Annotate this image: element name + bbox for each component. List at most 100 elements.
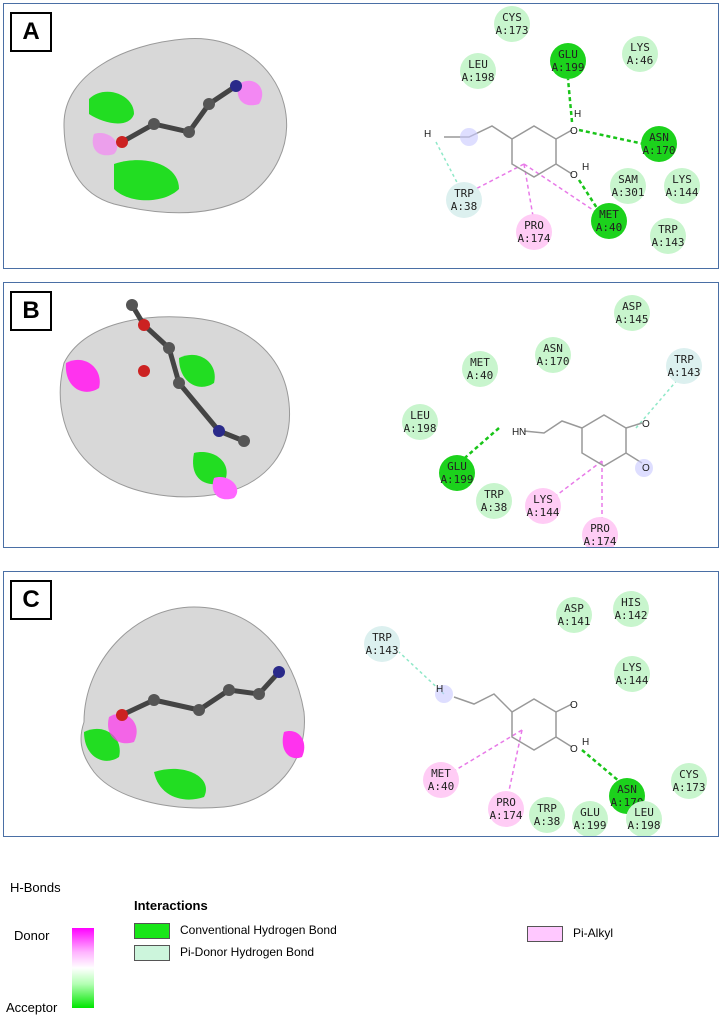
svg-text:A:143: A:143	[667, 366, 700, 379]
hbond-gradient-bar	[72, 928, 94, 1008]
conventional-hbond-swatch	[134, 923, 170, 939]
svg-text:ASN: ASN	[649, 131, 669, 144]
svg-text:CYS: CYS	[502, 11, 522, 24]
binding-pocket-surface	[63, 37, 288, 214]
pi-donor-hbond-swatch	[134, 945, 170, 961]
svg-text:SAM: SAM	[618, 173, 638, 186]
svg-text:LEU: LEU	[410, 409, 430, 422]
panel-label: A	[10, 12, 52, 52]
svg-text:TRP: TRP	[454, 187, 474, 200]
panel-b: B	[3, 282, 719, 548]
svg-text:A:174: A:174	[517, 232, 550, 245]
svg-text:A:170: A:170	[536, 355, 569, 368]
ligand-ball-and-stick	[116, 80, 242, 148]
donor-label: Donor	[14, 928, 50, 943]
svg-text:A:199: A:199	[573, 819, 606, 832]
svg-text:A:143: A:143	[365, 644, 398, 657]
svg-text:PRO: PRO	[590, 522, 610, 535]
panel-c: C	[3, 571, 719, 837]
svg-text:LYS: LYS	[533, 493, 553, 506]
svg-text:PRO: PRO	[496, 796, 516, 809]
svg-text:TRP: TRP	[674, 353, 694, 366]
svg-text:A:144: A:144	[615, 674, 648, 687]
atom-h: H	[436, 684, 443, 695]
pi-alkyl-label: Pi-Alkyl	[573, 926, 614, 940]
legend: H-Bonds Donor Acceptor Interactions Conv…	[0, 860, 726, 1015]
atom-n: N	[519, 427, 526, 438]
svg-text:TRP: TRP	[658, 223, 678, 236]
svg-text:GLU: GLU	[580, 806, 600, 819]
svg-text:A:46: A:46	[627, 54, 654, 67]
acceptor-label: Acceptor	[6, 1000, 58, 1015]
svg-text:HIS: HIS	[621, 596, 641, 609]
panel-label: B	[10, 291, 52, 331]
atom-o: O	[570, 700, 578, 711]
panel-a: A	[3, 3, 719, 269]
svg-text:ASN: ASN	[617, 783, 637, 796]
atom-o: O	[642, 463, 650, 474]
svg-text:A:38: A:38	[451, 200, 478, 213]
svg-text:A:301: A:301	[611, 186, 644, 199]
interaction-lines	[398, 651, 627, 801]
ligand-ball-and-stick	[126, 299, 250, 447]
interactions-title: Interactions	[134, 898, 208, 913]
svg-text:LEU: LEU	[468, 58, 488, 71]
svg-text:MET: MET	[599, 208, 619, 221]
svg-text:A:142: A:142	[614, 609, 647, 622]
svg-text:PRO: PRO	[524, 219, 544, 232]
ligand-2d-structure: H N O O	[512, 414, 653, 477]
svg-text:LYS: LYS	[672, 173, 692, 186]
svg-text:ASP: ASP	[564, 602, 584, 615]
svg-text:TRP: TRP	[372, 631, 392, 644]
svg-text:MET: MET	[470, 356, 490, 369]
svg-text:A:174: A:174	[583, 535, 616, 548]
ligand-2d-structure: H O O H	[435, 684, 589, 755]
svg-text:ASP: ASP	[622, 300, 642, 313]
svg-text:A:144: A:144	[526, 506, 559, 519]
svg-text:LEU: LEU	[634, 806, 654, 819]
svg-text:A:170: A:170	[642, 144, 675, 157]
atom-o: O	[570, 126, 578, 137]
pi-donor-hbond-label: Pi-Donor Hydrogen Bond	[180, 945, 315, 959]
ligand-ball-and-stick	[116, 666, 285, 721]
binding-pocket-surface	[59, 316, 291, 500]
svg-text:A:198: A:198	[627, 819, 660, 832]
svg-text:A:173: A:173	[672, 781, 705, 794]
hbonds-title: H-Bonds	[10, 880, 61, 895]
svg-text:A:199: A:199	[551, 61, 584, 74]
